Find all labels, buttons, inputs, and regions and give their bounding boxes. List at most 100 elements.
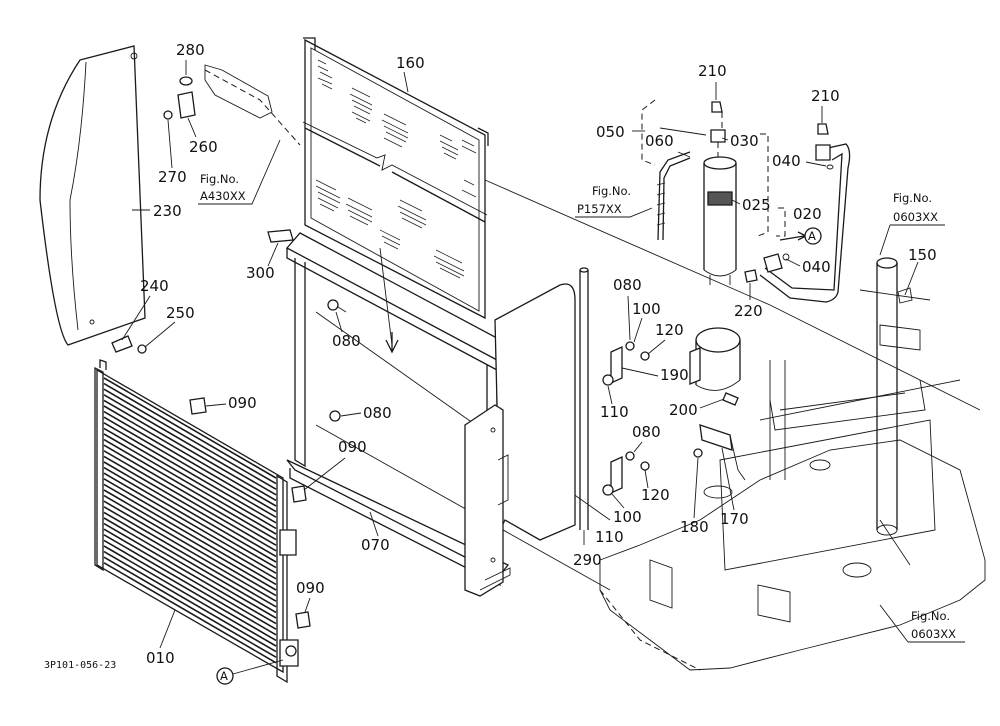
bracket-170 — [693, 424, 746, 481]
shroud-side-plate — [464, 283, 576, 597]
bracket-260 — [163, 64, 301, 146]
clip-090-a — [189, 397, 207, 415]
clip-090-b — [291, 485, 307, 503]
condenser-fin — [103, 534, 277, 636]
drawing-code: 3P101-056-23 — [44, 660, 116, 671]
side-panel-230 — [39, 45, 146, 346]
pipe-030 — [759, 123, 851, 303]
arrow-to-a — [779, 231, 808, 241]
condenser-fin — [103, 382, 277, 485]
ref-p157-code: P157XX — [577, 202, 622, 216]
condenser-fin — [103, 388, 277, 490]
part-label-240: 240 — [140, 277, 169, 295]
marker-a-bottom-text: A — [220, 669, 228, 683]
part-label-040a: 040 — [772, 152, 801, 170]
part-label-230: 230 — [153, 202, 182, 220]
condenser-fin — [103, 528, 277, 630]
part-label-080c: 080 — [613, 276, 642, 294]
part-label-010: 010 — [146, 649, 175, 667]
condenser-fin — [103, 399, 277, 502]
ref-a430-label: Fig.No. — [200, 172, 239, 186]
marker-a-top — [804, 227, 822, 245]
part-label-210b: 210 — [811, 87, 840, 105]
condenser-fins — [103, 377, 277, 664]
part-label-040b: 040 — [802, 258, 831, 276]
ref-0603-bottom-label: Fig.No. — [911, 609, 950, 623]
upright-pipe — [859, 257, 931, 536]
condenser-fin — [103, 539, 277, 642]
switch-block — [710, 129, 726, 143]
condenser-fin — [103, 427, 277, 530]
part-label-070: 070 — [361, 536, 390, 554]
condenser-fin — [103, 500, 277, 602]
condenser-fin — [103, 545, 277, 647]
ref-0603-top-code: 0603XX — [893, 210, 938, 224]
switch-210-left — [711, 101, 723, 113]
condenser-fin — [103, 394, 277, 496]
pad-300 — [267, 229, 294, 243]
bolt-200 — [722, 392, 739, 406]
ref-p157-label: Fig.No. — [592, 184, 631, 198]
bracket-lower-set — [602, 451, 650, 496]
part-label-090c: 090 — [296, 579, 325, 597]
part-label-120a: 120 — [655, 321, 684, 339]
part-label-080b: 080 — [363, 404, 392, 422]
part-label-050: 050 — [596, 123, 625, 141]
bolt-250 — [137, 344, 147, 354]
part-label-080d: 080 — [632, 423, 661, 441]
part-label-100b: 100 — [613, 508, 642, 526]
condenser-fin — [103, 416, 277, 518]
condenser-fin — [103, 466, 277, 569]
part-label-025: 025 — [742, 196, 771, 214]
part-label-190: 190 — [660, 366, 689, 384]
condenser-fin — [103, 405, 277, 507]
condenser-fin — [103, 377, 277, 479]
condenser-fin — [103, 472, 277, 574]
part-label-200: 200 — [669, 401, 698, 419]
part-label-060: 060 — [645, 132, 674, 150]
condenser-fin — [103, 438, 277, 541]
fitting-040 — [763, 253, 783, 273]
part-label-020: 020 — [793, 205, 822, 223]
condenser-fin — [103, 483, 277, 586]
part-label-100a: 100 — [632, 300, 661, 318]
ref-0603-top-label: Fig.No. — [893, 191, 932, 205]
bracket-upper-set — [602, 341, 650, 386]
ref-a430-code: A430XX — [200, 189, 246, 203]
base-frame — [599, 360, 986, 671]
marker-a-bottom — [216, 667, 234, 685]
condenser-fin — [103, 522, 277, 625]
part-label-030: 030 — [730, 132, 759, 150]
part-label-290: 290 — [573, 551, 602, 569]
bolt-080-middle — [329, 410, 341, 422]
condenser-fin — [103, 494, 277, 597]
part-label-150: 150 — [908, 246, 937, 264]
fitting-220 — [744, 269, 758, 283]
part-label-120b: 120 — [641, 486, 670, 504]
screen-160 — [302, 37, 489, 320]
rod-290 — [579, 267, 589, 530]
part-label-260: 260 — [189, 138, 218, 156]
part-label-180: 180 — [680, 518, 709, 536]
part-label-300: 300 — [246, 264, 275, 282]
condenser-fin — [103, 550, 277, 653]
hose-p157 — [656, 151, 691, 241]
part-label-110b: 110 — [595, 528, 624, 546]
part-label-080a: 080 — [332, 332, 361, 350]
reference-line — [484, 179, 981, 411]
condenser-fin — [103, 556, 277, 658]
ref-0603-bottom-code: 0603XX — [911, 627, 956, 641]
part-label-110a: 110 — [600, 403, 629, 421]
condenser-fin — [103, 562, 277, 664]
part-label-210a: 210 — [698, 62, 727, 80]
condenser-fin — [103, 433, 277, 535]
receiver-clamp-190 — [689, 327, 741, 391]
part-label-280: 280 — [176, 41, 205, 59]
part-label-220: 220 — [734, 302, 763, 320]
clip-090-c — [295, 611, 311, 629]
part-label-090a: 090 — [228, 394, 257, 412]
part-label-170: 170 — [720, 510, 749, 528]
condenser-fin — [103, 511, 277, 614]
part-label-090b: 090 — [338, 438, 367, 456]
